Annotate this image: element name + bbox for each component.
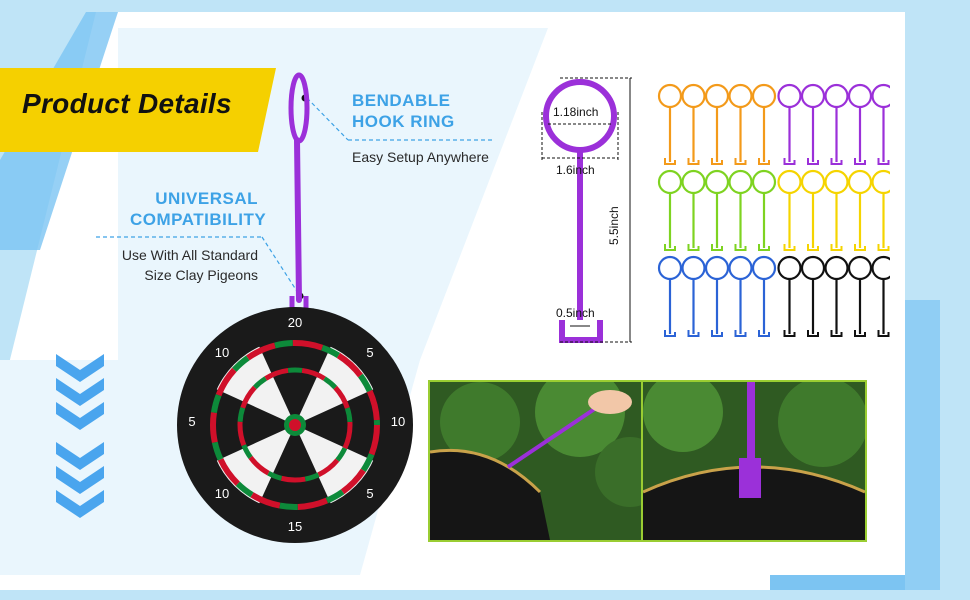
hook-dimension-diagram (541, 77, 632, 343)
feature-compat-desc-line1: Use With All Standard (121, 247, 258, 263)
hook-black (871, 255, 890, 337)
usage-photo-1 (428, 380, 654, 542)
hook-blue (728, 255, 753, 337)
usage-photo-2 (641, 380, 867, 542)
hook-green (728, 169, 753, 251)
hook-green (751, 169, 777, 251)
feature-compat-title-line1: UNIVERSAL (155, 189, 258, 208)
dart-number: 15 (288, 519, 302, 534)
hook-green (681, 169, 706, 251)
title-badge (0, 68, 276, 152)
dart-number: 10 (391, 414, 405, 429)
leader-lines (96, 97, 495, 297)
dart-number: 5 (188, 414, 195, 429)
hook-blue (704, 255, 730, 337)
dart-number: 5 (366, 486, 373, 501)
feature-compat-title-line2: COMPATIBILITY (130, 210, 267, 229)
hook-blue (751, 255, 777, 337)
hook-black (800, 255, 826, 337)
dim-hook: 0.5inch (556, 306, 595, 320)
hook-purple (800, 83, 826, 165)
feature-compat-desc-line2: Size Clay Pigeons (144, 267, 258, 283)
purple-hook (288, 72, 310, 303)
chevron-decoration (56, 354, 104, 518)
hook-orange (704, 83, 730, 165)
hook-purple (777, 83, 802, 165)
feature-compat-title: UNIVERSAL COMPATIBILITY (130, 188, 267, 230)
feature-hook-title: BENDABLE HOOK RING (352, 90, 455, 132)
hook-yellow (800, 169, 826, 251)
hook-purple (871, 83, 890, 165)
feature-compat-desc: Use With All Standard Size Clay Pigeons (92, 245, 258, 285)
dart-number: 5 (366, 345, 373, 360)
hook-orange (751, 83, 777, 165)
hook-black (847, 255, 873, 337)
dart-number: 10 (215, 486, 229, 501)
hook-yellow (777, 169, 802, 251)
hook-purple (824, 83, 849, 165)
dart-number: 20 (288, 315, 302, 330)
hook-green (704, 169, 730, 251)
hook-color-grid (657, 83, 890, 337)
dart-number: 10 (215, 345, 229, 360)
hook-green (657, 169, 683, 251)
dim-ring-inner: 1.18inch (553, 105, 598, 119)
dim-ring-outer: 1.6inch (556, 163, 595, 177)
feature-hook-title-line2: HOOK RING (352, 112, 455, 131)
hook-yellow (871, 169, 890, 251)
hook-yellow (847, 169, 873, 251)
hook-orange (657, 83, 683, 165)
hook-black (824, 255, 849, 337)
dim-length: 5.5inch (607, 206, 621, 245)
hook-blue (657, 255, 683, 337)
hook-black (777, 255, 802, 337)
hook-purple (847, 83, 873, 165)
page-title: Product Details (22, 88, 232, 119)
hook-orange (728, 83, 753, 165)
hook-yellow (824, 169, 849, 251)
hook-blue (681, 255, 706, 337)
dartboard-numbers: 20 5 10 15 5 10 10 5 (188, 315, 405, 534)
dartboard (177, 307, 413, 543)
feature-hook-desc: Easy Setup Anywhere (352, 149, 489, 165)
hook-orange (681, 83, 706, 165)
dimension-labels: 1.18inch 1.6inch 0.5inch 5.5inch (553, 105, 621, 320)
feature-hook-title-line1: BENDABLE (352, 91, 451, 110)
